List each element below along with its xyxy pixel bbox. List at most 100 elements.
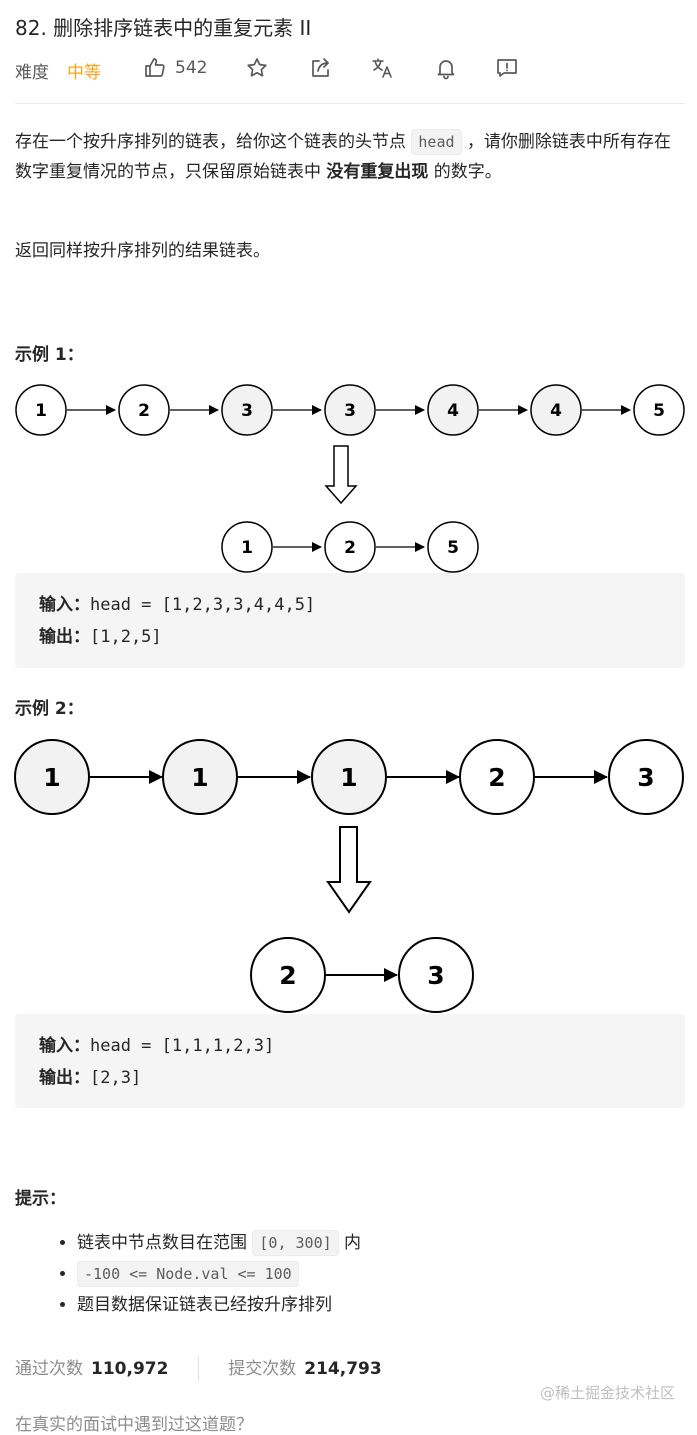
- accepted-count: 110,972: [91, 1359, 169, 1379]
- list-node-duplicate: [311, 739, 387, 815]
- inline-code-range: [0, 300]: [252, 1230, 339, 1256]
- node-value: 2: [138, 401, 150, 421]
- feedback-button[interactable]: [495, 56, 519, 80]
- example-1-output-line: 输出：[1,2,5]: [39, 621, 661, 653]
- accepted-label: 通过次数: [15, 1359, 83, 1379]
- transform-arrow: [324, 445, 358, 505]
- node-value: 2: [279, 961, 296, 990]
- transform-arrow: [326, 826, 372, 914]
- node-value: 3: [427, 961, 444, 990]
- list-node-duplicate: [14, 739, 90, 815]
- example-2-input-line: 输入：head = [1,1,1,2,3]: [39, 1030, 661, 1062]
- emphasis-text: 没有重复出现: [326, 162, 429, 182]
- description-paragraph-2: 返回同样按升序排列的结果链表。: [15, 241, 270, 261]
- input-label: 输入：: [39, 1036, 90, 1056]
- example-2-output-list: 2 3: [250, 937, 474, 1013]
- node-value: 1: [43, 763, 60, 792]
- example-1-diagram: 1 2 3 3 4 4 5 1 2 5: [15, 384, 685, 573]
- node-value: 5: [653, 401, 665, 421]
- example-1-input-list: 1 2 3 3 4 4 5: [15, 384, 685, 436]
- node-value: 4: [550, 401, 562, 421]
- star-icon: [247, 58, 267, 77]
- submissions-label: 提交次数: [228, 1359, 297, 1379]
- list-item: 链表中节点数目在范围 [0, 300] 内: [77, 1228, 677, 1259]
- translate-button[interactable]: [370, 56, 394, 80]
- share-button[interactable]: [309, 56, 333, 80]
- watermark: @稀土掘金技术社区: [539, 1384, 675, 1402]
- example-1-heading: 示例 1：: [15, 345, 84, 365]
- list-node-duplicate: [324, 384, 376, 436]
- problem-meta-bar: 难度 中等 542: [15, 52, 685, 84]
- output-label: 输出：: [39, 627, 90, 647]
- feedback-icon: [497, 59, 517, 77]
- list-node: [15, 384, 67, 436]
- submission-stats: 通过次数 110,972 提交次数 214,793: [15, 1354, 382, 1386]
- hint-text: 链表中节点数目在范围: [77, 1233, 253, 1253]
- difficulty-label: 难度: [15, 63, 49, 83]
- list-node: [250, 937, 326, 1013]
- list-node-duplicate: [162, 739, 238, 815]
- hints-heading: 提示：: [15, 1189, 66, 1209]
- example-1-code-block: 输入：head = [1,2,3,3,4,4,5] 输出：[1,2,5]: [15, 573, 685, 668]
- like-count: 542: [175, 58, 208, 78]
- node-value: 3: [241, 401, 253, 421]
- example-1-output-list: 1 2 5: [221, 521, 479, 573]
- header-divider: [15, 103, 685, 104]
- share-icon: [312, 58, 329, 77]
- node-value: 2: [344, 538, 356, 558]
- example-2-code-block: 输入：head = [1,1,1,2,3] 输出：[2,3]: [15, 1014, 685, 1108]
- stats-divider: [197, 1356, 199, 1382]
- description-paragraph-1: 存在一个按升序排列的链表，给你这个链表的头节点 head ，请你删除链表中所有存…: [15, 127, 685, 187]
- interview-prompt-text: 在真实的面试中遇到过这道题？: [15, 1415, 253, 1435]
- list-node: [459, 739, 535, 815]
- list-node-duplicate: [427, 384, 479, 436]
- example-2-input-list: 1 1 1 2 3: [14, 739, 684, 815]
- list-node: [633, 384, 685, 436]
- node-value: 3: [344, 401, 356, 421]
- translate-icon: [372, 58, 392, 78]
- hints-list: 链表中节点数目在范围 [0, 300] 内 -100 <= Node.val <…: [15, 1228, 677, 1321]
- node-value: 1: [191, 763, 208, 792]
- node-value: 4: [447, 401, 459, 421]
- example-2-heading: 示例 2：: [15, 699, 84, 719]
- list-node: [608, 739, 684, 815]
- node-value: 2: [488, 763, 505, 792]
- list-item: 题目数据保证链表已经按升序排列: [77, 1290, 677, 1321]
- node-value: 1: [241, 538, 253, 558]
- bell-icon: [437, 60, 455, 80]
- example-1-input-line: 输入：head = [1,2,3,3,4,4,5]: [39, 589, 661, 621]
- list-node: [324, 521, 376, 573]
- list-node: [118, 384, 170, 436]
- favorite-button[interactable]: [245, 56, 269, 80]
- node-value: 1: [35, 401, 47, 421]
- description-text: ，请你删除链表中所有存在数字重复情况的节点，只保留原始链表中: [15, 132, 671, 182]
- output-label: 输出：: [39, 1068, 90, 1088]
- notification-button[interactable]: [434, 56, 458, 80]
- input-value: head = [1,1,1,2,3]: [90, 1036, 275, 1056]
- node-value: 5: [447, 538, 459, 558]
- inline-code-value-range: -100 <= Node.val <= 100: [77, 1261, 299, 1287]
- output-value: [2,3]: [90, 1068, 142, 1088]
- list-node: [398, 937, 474, 1013]
- description-text: 存在一个按升序排列的链表，给你这个链表的头节点: [15, 132, 412, 152]
- description-text: 的数字。: [428, 162, 502, 182]
- output-value: [1,2,5]: [90, 627, 162, 647]
- list-node: [427, 521, 479, 573]
- like-button[interactable]: [143, 56, 167, 80]
- list-node: [221, 521, 273, 573]
- problem-title: 82. 删除排序链表中的重复元素 II: [15, 16, 312, 40]
- list-node-duplicate: [530, 384, 582, 436]
- node-value: 1: [340, 763, 357, 792]
- input-label: 输入：: [39, 595, 90, 615]
- example-2-output-line: 输出：[2,3]: [39, 1062, 661, 1094]
- inline-code-head: head: [411, 129, 462, 155]
- thumb-up-icon: [145, 58, 165, 77]
- list-item: -100 <= Node.val <= 100: [77, 1259, 677, 1290]
- submissions-count: 214,793: [304, 1359, 382, 1379]
- node-value: 3: [637, 763, 654, 792]
- hint-text: 题目数据保证链表已经按升序排列: [77, 1295, 332, 1315]
- hint-text: 内: [338, 1233, 362, 1253]
- list-node-duplicate: [221, 384, 273, 436]
- input-value: head = [1,2,3,3,4,4,5]: [90, 595, 316, 615]
- difficulty-badge: 中等: [67, 63, 101, 83]
